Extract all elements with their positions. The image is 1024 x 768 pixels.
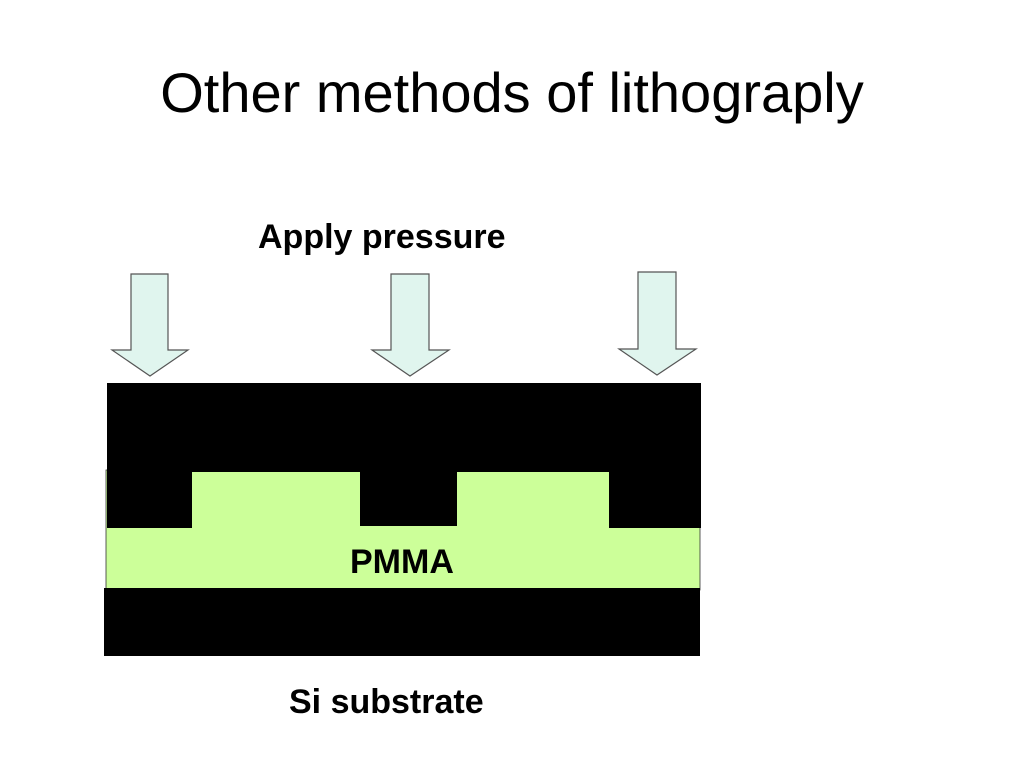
si-substrate [104,588,700,656]
slide-title: Other methods of lithograply [160,61,864,124]
pressure-arrow-left [110,273,190,377]
si-substrate-label: Si substrate [289,683,484,721]
pressure-arrow-right [617,271,698,376]
pmma-label: PMMA [350,543,454,581]
apply-pressure-label: Apply pressure [258,218,506,256]
pressure-arrow-center [370,273,451,377]
mold-stamp [107,383,701,528]
